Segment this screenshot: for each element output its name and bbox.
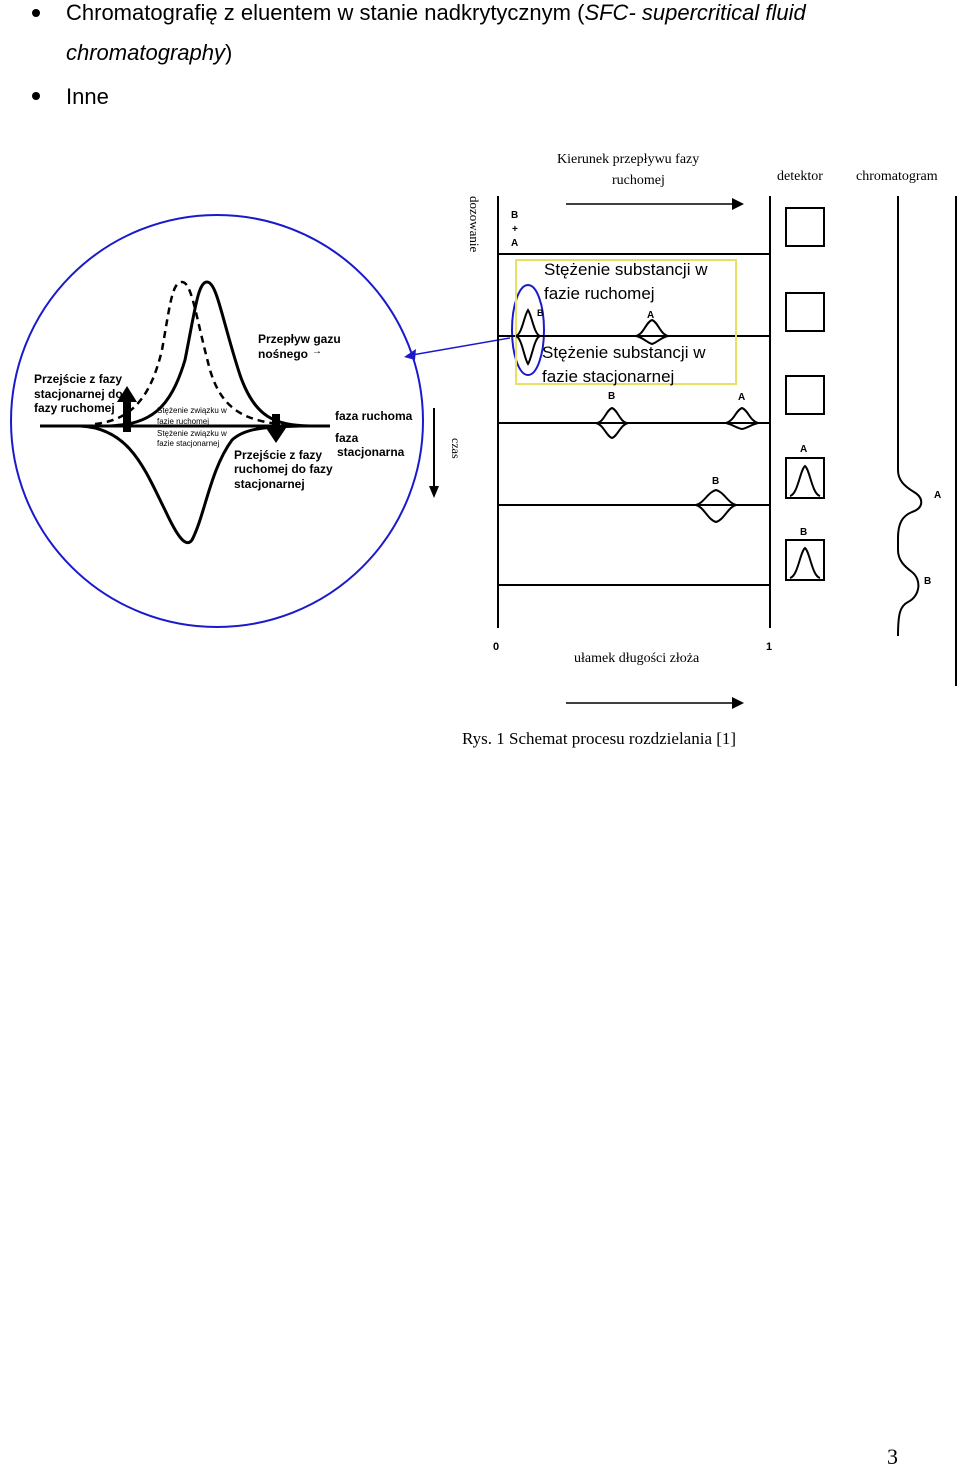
zoom-down-arrow-head bbox=[266, 428, 286, 443]
chromatogram-peak-a-label: A bbox=[934, 490, 941, 501]
concentration-highlight-box bbox=[515, 259, 737, 385]
detector-peak-a-label: A bbox=[800, 444, 807, 455]
zoom-connector-arrowhead bbox=[404, 349, 416, 360]
row2-peak-a-label: A bbox=[647, 310, 654, 321]
flow-direction-label: ruchomej bbox=[612, 173, 665, 188]
zoom-stationary-peak bbox=[79, 424, 301, 545]
injection-mark-plus: + bbox=[512, 224, 518, 235]
detector-peak-a bbox=[789, 464, 821, 497]
zoom-up-arrow-shaft bbox=[123, 400, 131, 432]
time-axis-arrowhead bbox=[429, 486, 439, 498]
zoom-small-stat-label: Stężenie związku w bbox=[157, 429, 227, 438]
detector-box bbox=[785, 375, 825, 415]
zoom-up-arrow-head bbox=[117, 386, 137, 402]
bullet-dot bbox=[32, 9, 40, 17]
row3-peak-a-label: A bbox=[738, 392, 745, 403]
bullet-item-sfc-line2: chromatography) bbox=[66, 40, 232, 66]
detector-box-peak-a bbox=[785, 457, 825, 499]
zoom-carrier-flow-label: Przepływ gazu bbox=[258, 332, 341, 346]
zoom-small-mobile-label: fazie ruchomej bbox=[157, 417, 209, 426]
zoom-mobile-to-stat-label: ruchomej do fazy bbox=[234, 462, 333, 476]
chromatogram-label: chromatogram bbox=[856, 169, 938, 184]
bullet-dot bbox=[32, 92, 40, 100]
injection-peak-up bbox=[515, 308, 541, 337]
detector-box bbox=[785, 207, 825, 247]
chromatogram-trace bbox=[897, 196, 923, 637]
separation-process-figure: Przepływ gazu nośnego → Przejście z fazy… bbox=[0, 130, 960, 770]
zoom-carrier-flow-label: nośnego bbox=[258, 347, 308, 361]
bullet-text-italic: SFC- supercritical fluid bbox=[584, 0, 806, 25]
zoom-down-arrow-shaft bbox=[272, 414, 280, 430]
bed-fraction-label: ułamek długości złoża bbox=[574, 651, 700, 666]
bullet-text-italic: chromatography bbox=[66, 40, 225, 65]
axis-one-label: 1 bbox=[766, 641, 772, 653]
detector-box bbox=[785, 292, 825, 332]
bullet-text-normal: ) bbox=[224, 40, 233, 65]
stationary-concentration-label: Stężenie substancji w bbox=[542, 343, 706, 362]
stationary-concentration-label: fazie stacjonarnej bbox=[542, 367, 674, 386]
mobile-concentration-label: Stężenie substancji w bbox=[544, 260, 708, 279]
row3-peak-a bbox=[725, 406, 759, 431]
zoom-source-ellipse bbox=[511, 284, 545, 376]
figure-caption: Rys. 1 Schemat procesu rozdzielania [1] bbox=[462, 729, 736, 748]
bed-fraction-arrowhead bbox=[732, 697, 744, 709]
row3-peak-b-label: B bbox=[608, 391, 615, 402]
chromatogram-peak-b-label: B bbox=[924, 576, 931, 587]
row4-peak-b bbox=[695, 488, 737, 524]
bullet-item-other: Inne bbox=[66, 84, 109, 109]
injection-peak-down bbox=[515, 335, 541, 366]
zoom-mobile-to-stat-label: Przejście z fazy bbox=[234, 448, 322, 462]
detector-label: detektor bbox=[777, 169, 823, 184]
zoom-stat-to-mobile-label: stacjonarnej do bbox=[34, 387, 123, 401]
flow-direction-arrowhead bbox=[732, 198, 744, 210]
row3-peak-b bbox=[595, 406, 629, 440]
injection-peak-b-label: B bbox=[537, 308, 544, 318]
injection-mark-a: A bbox=[511, 238, 518, 249]
page-number: 3 bbox=[887, 1444, 898, 1469]
axis-zero-label: 0 bbox=[493, 641, 499, 653]
zoom-carrier-flow-arrow: → bbox=[312, 346, 322, 357]
flow-direction-label: Kierunek przepływu fazy bbox=[557, 152, 699, 167]
zoom-stat-to-mobile-label: fazy ruchomej bbox=[34, 401, 115, 415]
injection-mark-b: B bbox=[511, 210, 518, 221]
zoom-mobile-phase-label: faza ruchoma bbox=[335, 409, 413, 423]
row2-peak-a bbox=[635, 318, 669, 346]
zoom-connector-line bbox=[411, 337, 511, 356]
zoom-small-mobile-label: Stężenie związku w bbox=[157, 406, 227, 415]
mobile-concentration-label: fazie ruchomej bbox=[544, 284, 655, 303]
zoom-stationary-phase-label: faza bbox=[335, 431, 359, 445]
zoom-circle bbox=[10, 214, 424, 628]
figure-svg: Przepływ gazu nośnego → Przejście z fazy… bbox=[10, 152, 957, 748]
zoom-mobile-peak-dashed bbox=[94, 280, 291, 427]
zoom-small-stat-label: fazie stacjonarnej bbox=[157, 439, 219, 448]
injection-label: dozowanie bbox=[467, 196, 482, 253]
detector-peak-b bbox=[789, 546, 821, 579]
detector-peak-b-label: B bbox=[800, 527, 807, 538]
time-axis-label: czas bbox=[449, 438, 463, 459]
detector-box-peak-b bbox=[785, 539, 825, 581]
zoom-mobile-to-stat-label: stacjonarnej bbox=[234, 477, 305, 491]
zoom-stat-to-mobile-label: Przejście z fazy bbox=[34, 372, 122, 386]
bullet-item-sfc-line1: Chromatografię z eluentem w stanie nadkr… bbox=[66, 0, 806, 26]
zoom-mobile-peak-solid bbox=[109, 280, 311, 428]
bullet-text-normal: Chromatografię z eluentem w stanie nadkr… bbox=[66, 0, 585, 25]
zoom-stationary-phase-label: stacjonarna bbox=[337, 445, 405, 459]
row4-peak-b-label: B bbox=[712, 476, 719, 487]
